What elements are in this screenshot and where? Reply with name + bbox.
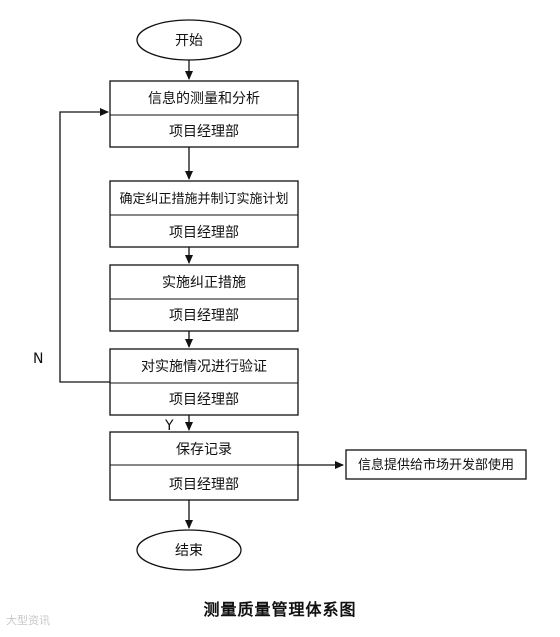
step-title: 确定纠正措施并制订实施计划 [119, 192, 288, 207]
step-owner: 项目经理部 [169, 124, 239, 140]
step-box-save-records: 保存记录 项目经理部 [109, 431, 299, 501]
side-box-label: 信息提供给市场开发部使用 [358, 457, 514, 473]
side-box-info-to-marketing: 信息提供给市场开发部使用 [345, 449, 527, 480]
step-owner: 项目经理部 [169, 225, 239, 241]
step-title: 实施纠正措施 [162, 275, 246, 291]
label-yes: Y [164, 418, 174, 434]
step-owner: 项目经理部 [169, 392, 239, 408]
step-box-verify-implementation: 对实施情况进行验证 项目经理部 [109, 348, 299, 416]
step-owner: 项目经理部 [169, 477, 239, 493]
step-title: 信息的测量和分析 [148, 90, 260, 107]
step-title: 保存记录 [176, 442, 232, 458]
watermark-text: 大型资讯 [6, 614, 50, 627]
feedback-loop-arrow [59, 108, 110, 383]
start-label: 开始 [175, 33, 203, 49]
step-box-measure-analyze: 信息的测量和分析 项目经理部 [109, 80, 299, 148]
start-terminal: 开始 [136, 19, 242, 61]
step-box-implement-corrective: 实施纠正措施 项目经理部 [109, 264, 299, 332]
end-terminal: 结束 [136, 529, 242, 571]
step-box-define-corrective-plan: 确定纠正措施并制订实施计划 项目经理部 [109, 180, 299, 248]
end-label: 结束 [175, 543, 203, 559]
label-no: N [33, 351, 43, 367]
figure-caption: 测量质量管理体系图 [203, 600, 357, 619]
step-title: 对实施情况进行验证 [141, 359, 267, 375]
step-owner: 项目经理部 [169, 308, 239, 324]
